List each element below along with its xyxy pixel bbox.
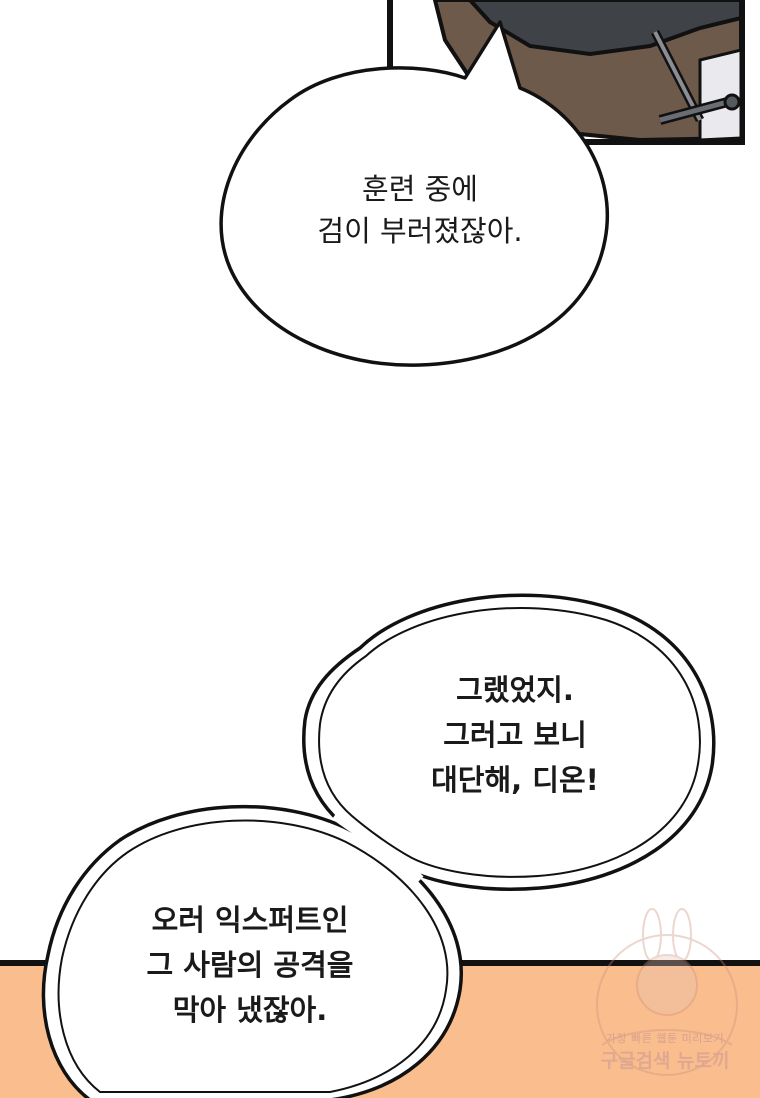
speech-1-line-2: 검이 부러졌잖아. (317, 214, 523, 249)
watermark-line-2: 구글검색 뉴토끼 (600, 1050, 730, 1072)
speech-text-3: 오러 익스퍼트인 그 사람의 공격을 막아 냈잖아. (85, 898, 415, 1033)
speech-bubble-3 (41, 804, 463, 1098)
speech-text-2: 그랬었지. 그러고 보니 대단해, 디온! (365, 668, 665, 803)
speech-3-line-3: 막아 냈잖아. (172, 992, 328, 1027)
speech-2-line-2: 그러고 보니 (443, 717, 587, 752)
speech-2-line-1: 그랬었지. (456, 673, 574, 707)
speech-text-1: 훈련 중에 검이 부러졌잖아. (250, 168, 590, 252)
speech-3-line-1: 오러 익스퍼트인 (151, 903, 349, 937)
speech-bubble-1 (219, 20, 610, 367)
speech-bubble-2 (302, 593, 716, 891)
speech-1-line-1: 훈련 중에 (362, 172, 478, 206)
speech-3-line-2: 그 사람의 공격을 (146, 947, 354, 982)
speech-2-line-3: 대단해, 디온! (431, 762, 599, 797)
watermark-line-1: 가장 빠른 웹툰 미리보기 (605, 1032, 725, 1045)
bunny-watermark-icon (596, 908, 738, 1076)
